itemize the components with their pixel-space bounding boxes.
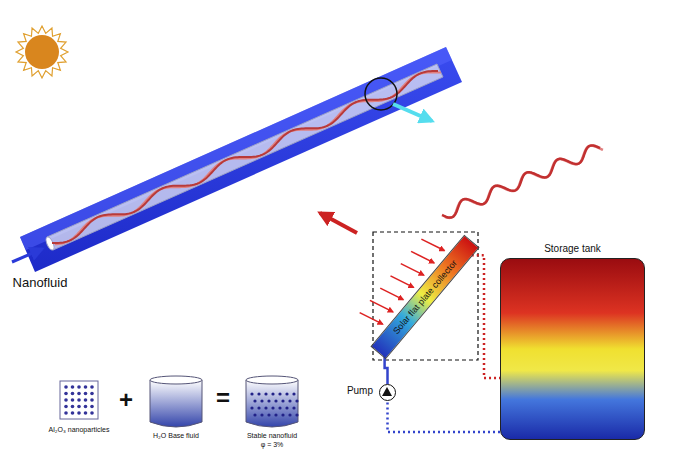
zoom-arrow bbox=[393, 104, 432, 121]
base-fluid-beaker bbox=[150, 380, 202, 427]
pipe bbox=[472, 255, 500, 378]
pump-label: Pump bbox=[347, 386, 373, 396]
collector-panel: Solar flat plate collector bbox=[370, 235, 479, 360]
material-label: Al₂O₃ nanoparticles bbox=[49, 426, 110, 433]
sun-icon bbox=[16, 26, 68, 78]
equals-sign: = bbox=[216, 386, 230, 410]
plate-fold bbox=[20, 47, 452, 250]
storage-tank: Storage tank bbox=[500, 258, 645, 440]
inlet-label: Nanofluid bbox=[13, 276, 68, 289]
pipe bbox=[388, 401, 501, 432]
plus-sign: + bbox=[119, 388, 133, 412]
receiver-tube bbox=[47, 64, 443, 250]
material-label: Stable nanofluid bbox=[247, 432, 297, 439]
inlet-arrow bbox=[12, 249, 42, 262]
fraction-label: φ = 3% bbox=[261, 441, 284, 448]
material-label: H₂O Base fluid bbox=[153, 432, 199, 439]
twisted-tape bbox=[52, 71, 441, 244]
beaker-rim bbox=[246, 376, 298, 384]
suspended-particles bbox=[250, 392, 298, 416]
nanoparticles bbox=[64, 385, 94, 415]
twisted-tape-detail bbox=[442, 145, 603, 217]
beaker-rim bbox=[150, 376, 202, 384]
pump-triangle bbox=[380, 385, 394, 399]
nanofluid-beaker bbox=[246, 380, 298, 427]
zoom-circle bbox=[365, 78, 397, 110]
pump-symbol: Pump bbox=[379, 384, 396, 401]
absorber-plate bbox=[20, 47, 462, 272]
detail-arrow bbox=[320, 213, 357, 233]
panel-label: Solar flat plate collector bbox=[391, 258, 458, 335]
nanoparticle-square bbox=[60, 381, 98, 419]
tank-label: Storage tank bbox=[501, 244, 644, 254]
